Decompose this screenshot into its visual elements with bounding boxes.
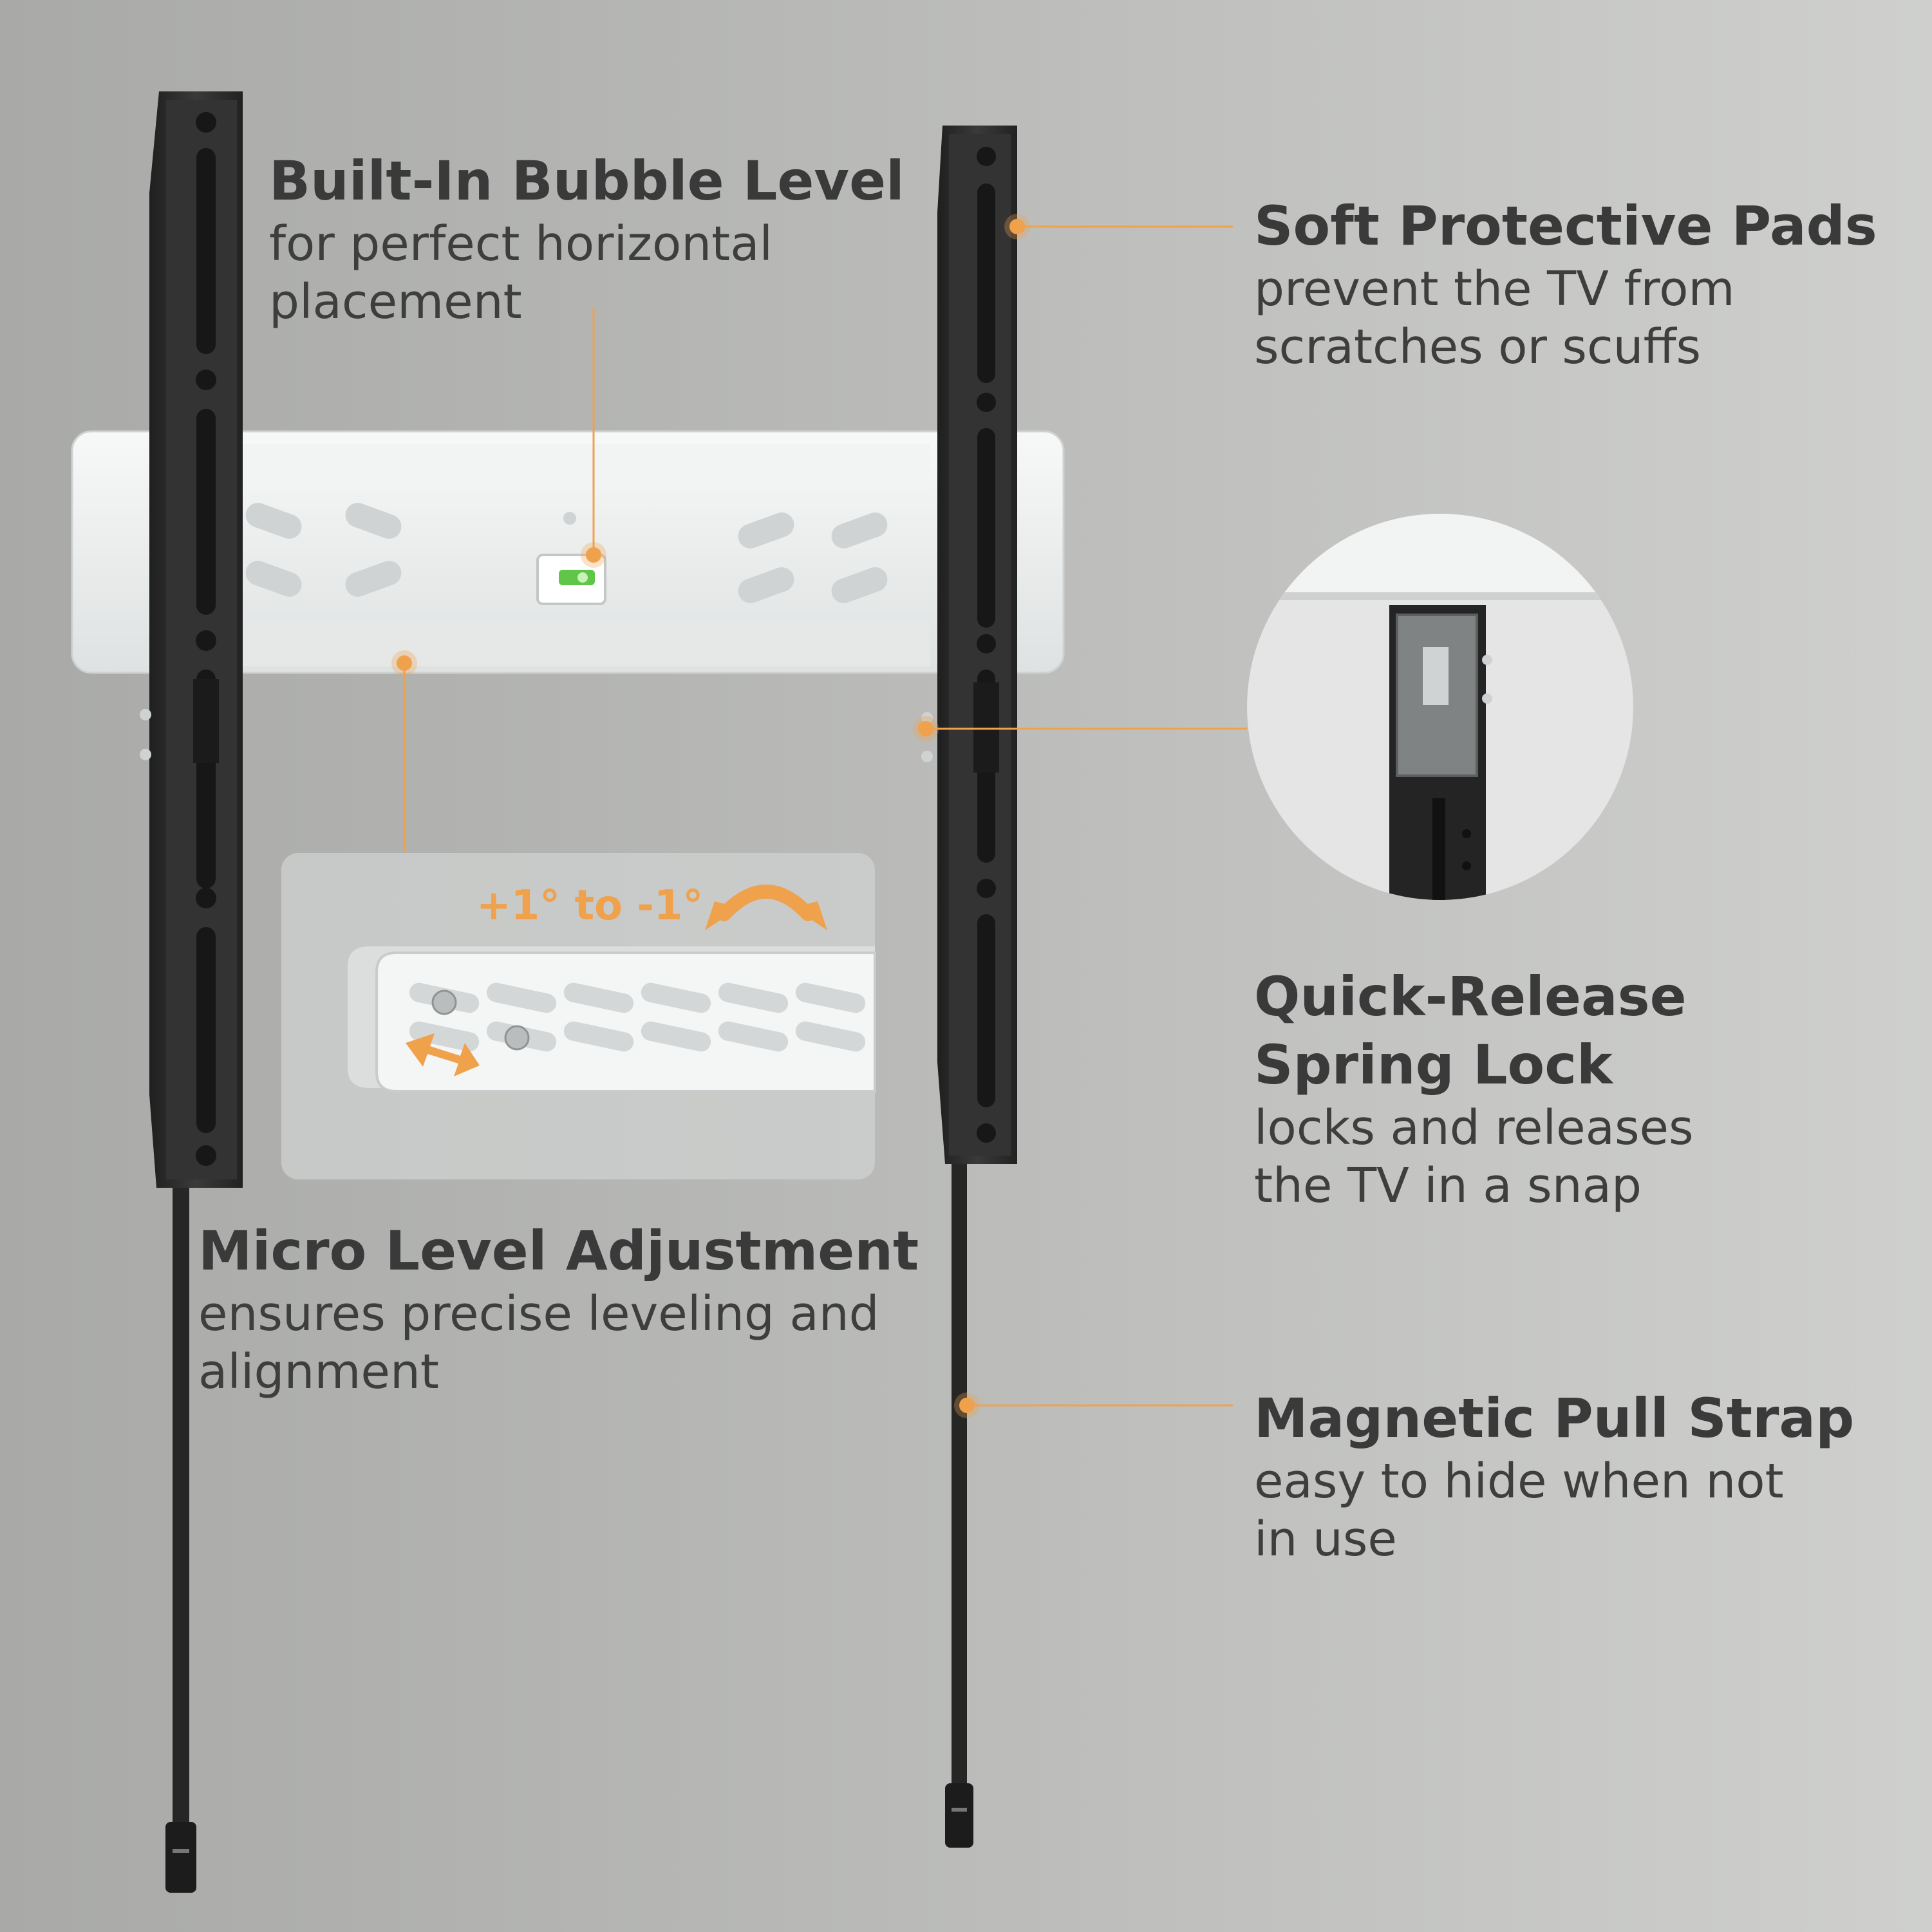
feature-title: Quick-Release Spring Lock [1254,965,1687,1096]
feature-micro-level: Micro Level Adjustment ensures precise l… [198,1217,919,1401]
feature-description: prevent the TV from scratches or scuffs [1254,261,1735,375]
slide-arrow-icon [406,1033,480,1076]
callout-dots [391,214,1030,1418]
feature-description: locks and releases the TV in a snap [1254,1100,1694,1214]
feature-description: easy to hide when not in use [1254,1454,1784,1567]
left-pull-strap [165,1188,196,1893]
feature-spring-lock: Quick-Release Spring Lock locks and rele… [1254,962,1694,1215]
feature-title: Soft Protective Pads [1254,194,1877,258]
wall-plate [71,430,1065,674]
feature-protective-pads: Soft Protective Pads prevent the TV from… [1254,192,1877,376]
tilt-range-label: +1° to -1° [476,882,704,930]
feature-title: Built-In Bubble Level [269,149,905,212]
left-rail [140,91,243,1188]
feature-description: for perfect horizontal placement [269,216,773,330]
callout-lines [403,225,1247,1407]
feature-title: Micro Level Adjustment [198,1219,919,1282]
feature-pull-strap: Magnetic Pull Strap easy to hide when no… [1254,1384,1854,1568]
feature-title: Magnetic Pull Strap [1254,1387,1855,1450]
spring-lock-closeup [1247,514,1633,900]
feature-bubble-level: Built-In Bubble Level for perfect horizo… [269,147,905,331]
right-pull-strap [945,1164,973,1848]
feature-description: ensures precise leveling and alignment [198,1286,879,1400]
tilt-arrow-icon [705,885,827,930]
micro-adjust-inset [281,853,876,1179]
bubble-level-icon [536,554,606,605]
right-rail [921,126,1017,1164]
